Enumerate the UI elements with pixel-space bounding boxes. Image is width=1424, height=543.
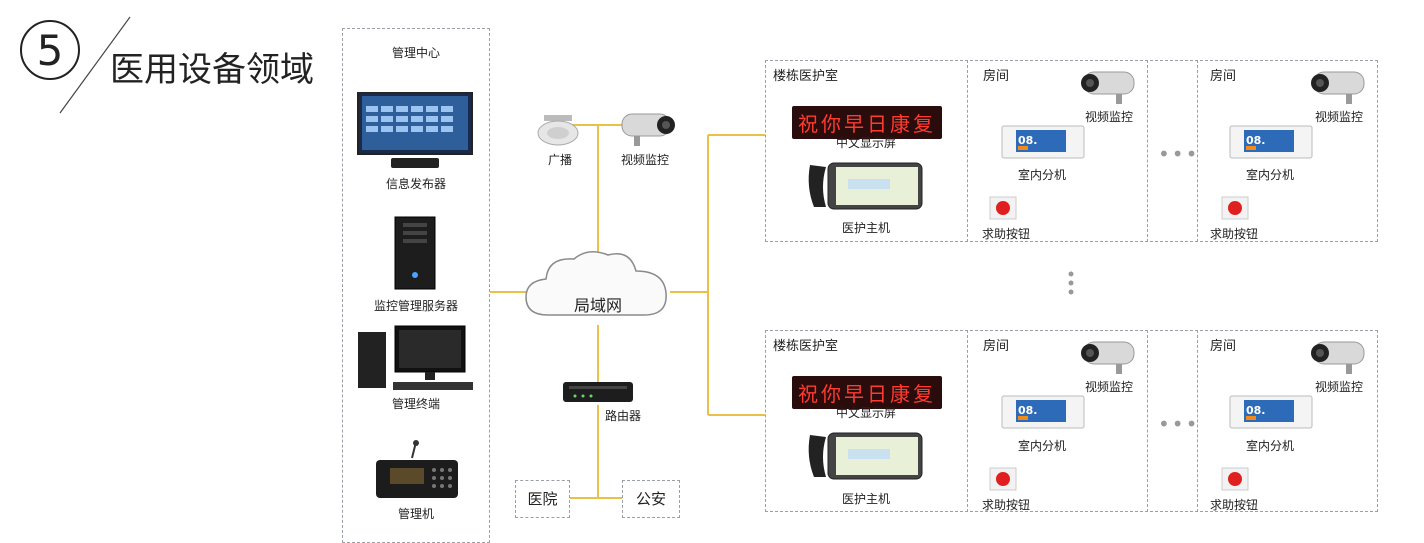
- nurse-host-2-icon: [808, 432, 923, 480]
- row-1-room-2-unit-label: 室内分机: [1245, 168, 1295, 182]
- row-1-more-rooms-icon: •••: [1158, 142, 1200, 166]
- top-camera-icon: [621, 113, 675, 146]
- info-publisher-icon: [357, 92, 473, 168]
- row-1-room-1-unit-icon: 08.: [1001, 125, 1085, 159]
- broadcast-speaker-icon: [537, 115, 579, 146]
- nurse-station-1-label: 楼栋医护室: [773, 69, 839, 84]
- row-2-room-2-unit-icon: 08.: [1229, 395, 1313, 429]
- display-label-1: 中文显示屏: [835, 136, 897, 150]
- row-2-room-1-unit-screen: 08.: [1018, 404, 1038, 417]
- row-1-room-1-help-button-icon: [989, 196, 1017, 220]
- server-icon: [394, 216, 436, 290]
- row-2-divider-a: [967, 330, 968, 512]
- row-1-room-2-camera-label: 视频监控: [1314, 110, 1364, 124]
- row-2-room-1-help-button-label: 求助按钮: [982, 498, 1031, 512]
- row-2-room-2-help-button-icon: [1221, 467, 1249, 491]
- row-1-room-1-label: 房间: [983, 69, 1010, 84]
- row-1-room-1-unit-label: 室内分机: [1017, 168, 1067, 182]
- row-1-room-2-label: 房间: [1210, 69, 1237, 84]
- row-2-room-1-camera-icon: [1081, 341, 1135, 374]
- nurse-host-1-icon: [808, 162, 923, 210]
- led-display-2: 祝你早日康复: [792, 376, 942, 409]
- row-2-room-1-unit-icon: 08.: [1001, 395, 1085, 429]
- row-2-room-1-help-button-icon: [989, 467, 1017, 491]
- row-2-room-1-unit-label: 室内分机: [1017, 439, 1067, 453]
- row-1-room-1-camera-icon: [1081, 71, 1135, 104]
- row-2-divider-c: [1197, 330, 1198, 512]
- top-camera-label: 视频监控: [620, 153, 670, 167]
- router-label: 路由器: [605, 409, 642, 423]
- row-1-room-1-help-button-label: 求助按钮: [982, 227, 1031, 241]
- row-1-room-1-unit-screen: 08.: [1018, 134, 1038, 147]
- management-terminal-label: 管理终端: [391, 397, 441, 411]
- title-number-circle: 5: [20, 20, 80, 80]
- building-row-2: [765, 330, 1378, 512]
- row-2-room-2-help-button-label: 求助按钮: [1210, 498, 1259, 512]
- hospital-box: 医院: [515, 480, 570, 518]
- row-2-room-2-camera-icon: [1311, 341, 1365, 374]
- row-1-room-2-help-button-icon: [1221, 196, 1249, 220]
- row-2-more-rooms-icon: •••: [1158, 412, 1200, 436]
- page-title: 医用设备领域: [110, 50, 314, 90]
- row-1-room-2-unit-screen: 08.: [1246, 134, 1266, 147]
- row-2-room-2-label: 房间: [1210, 339, 1237, 354]
- nurse-station-2-label: 楼栋医护室: [773, 339, 839, 354]
- row-2-room-1-camera-label: 视频监控: [1084, 380, 1134, 394]
- row-2-room-2-unit-label: 室内分机: [1245, 439, 1295, 453]
- police-box: 公安: [622, 480, 680, 518]
- management-terminal-icon: [358, 325, 473, 390]
- display-label-2: 中文显示屏: [835, 406, 897, 420]
- management-center-label: 管理中心: [391, 46, 441, 60]
- row-1-divider-a: [967, 60, 968, 242]
- lan-cloud-icon: [525, 251, 667, 316]
- led-display-1: 祝你早日康复: [792, 106, 942, 139]
- row-1-room-2-unit-icon: 08.: [1229, 125, 1313, 159]
- row-1-room-1-camera-label: 视频监控: [1084, 110, 1134, 124]
- management-console-icon: [376, 440, 458, 498]
- row-2-room-2-unit-screen: 08.: [1246, 404, 1266, 417]
- row-2-room-2-camera-label: 视频监控: [1314, 380, 1364, 394]
- title-slash-divider: [59, 16, 131, 114]
- nurse-host-2-label: 医护主机: [841, 492, 891, 506]
- row-2-room-1-label: 房间: [983, 339, 1010, 354]
- broadcast-label: 广播: [547, 153, 573, 167]
- info-publisher-label: 信息发布器: [385, 177, 447, 191]
- row-2-divider-b: [1147, 330, 1148, 512]
- lan-label: 局域网: [573, 296, 623, 315]
- nurse-host-1-label: 医护主机: [841, 221, 891, 235]
- row-1-room-2-help-button-label: 求助按钮: [1210, 227, 1259, 241]
- more-buildings-icon: [1068, 271, 1074, 295]
- row-1-room-2-camera-icon: [1311, 71, 1365, 104]
- row-1-divider-c: [1197, 60, 1198, 242]
- monitor-server-label: 监控管理服务器: [373, 299, 459, 313]
- row-1-divider-b: [1147, 60, 1148, 242]
- router-icon: [563, 382, 633, 402]
- management-console-label: 管理机: [397, 507, 435, 521]
- building-row-1: [765, 60, 1378, 242]
